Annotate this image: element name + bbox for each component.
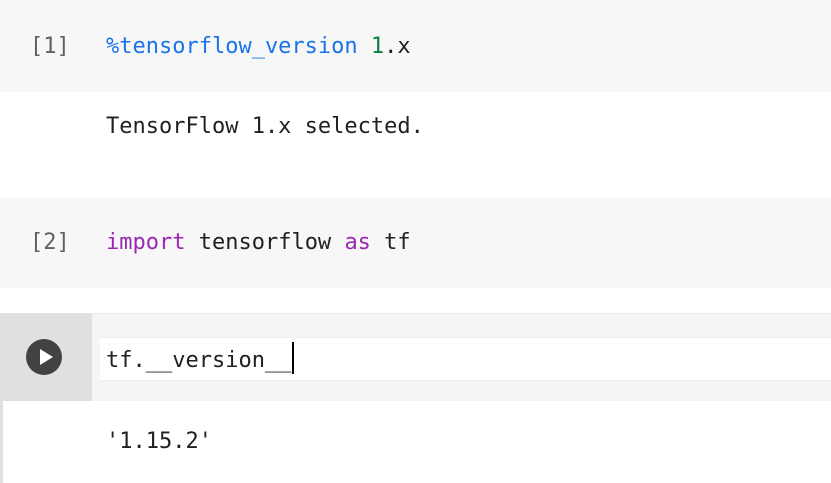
execution-count: [1] (30, 34, 70, 59)
code-cell-2[interactable]: [2] import tensorflow as tf (0, 198, 831, 288)
module-name: tensorflow (185, 230, 345, 255)
code-text: tf.__version__ (106, 348, 292, 373)
run-cell-button[interactable] (26, 339, 62, 375)
version-suffix: .x (384, 34, 411, 59)
code-line[interactable]: %tensorflow_version 1.x (106, 34, 411, 59)
code-space (358, 34, 371, 59)
as-keyword: as (344, 230, 371, 255)
active-code-cell[interactable]: tf.__version__ '1.15.2' (0, 313, 831, 483)
text-cursor (292, 342, 295, 374)
play-icon (40, 349, 53, 365)
cell-gutter (0, 313, 92, 401)
output-area: '1.15.2' (0, 401, 831, 483)
editor-active-line[interactable]: tf.__version__ (100, 337, 831, 381)
import-keyword: import (106, 230, 186, 255)
cell-1-output: TensorFlow 1.x selected. (106, 114, 424, 139)
alias-name: tf (370, 230, 411, 255)
code-line[interactable]: tf.__version__ (106, 342, 295, 374)
cell-3-output: '1.15.2' (106, 429, 212, 454)
magic-command: %tensorflow_version (106, 34, 358, 59)
code-editor[interactable]: tf.__version__ (92, 313, 831, 402)
version-number: 1 (370, 34, 385, 59)
code-line[interactable]: import tensorflow as tf (106, 230, 411, 255)
execution-count: [2] (30, 230, 70, 255)
code-cell-1[interactable]: [1] %tensorflow_version 1.x (0, 0, 831, 92)
